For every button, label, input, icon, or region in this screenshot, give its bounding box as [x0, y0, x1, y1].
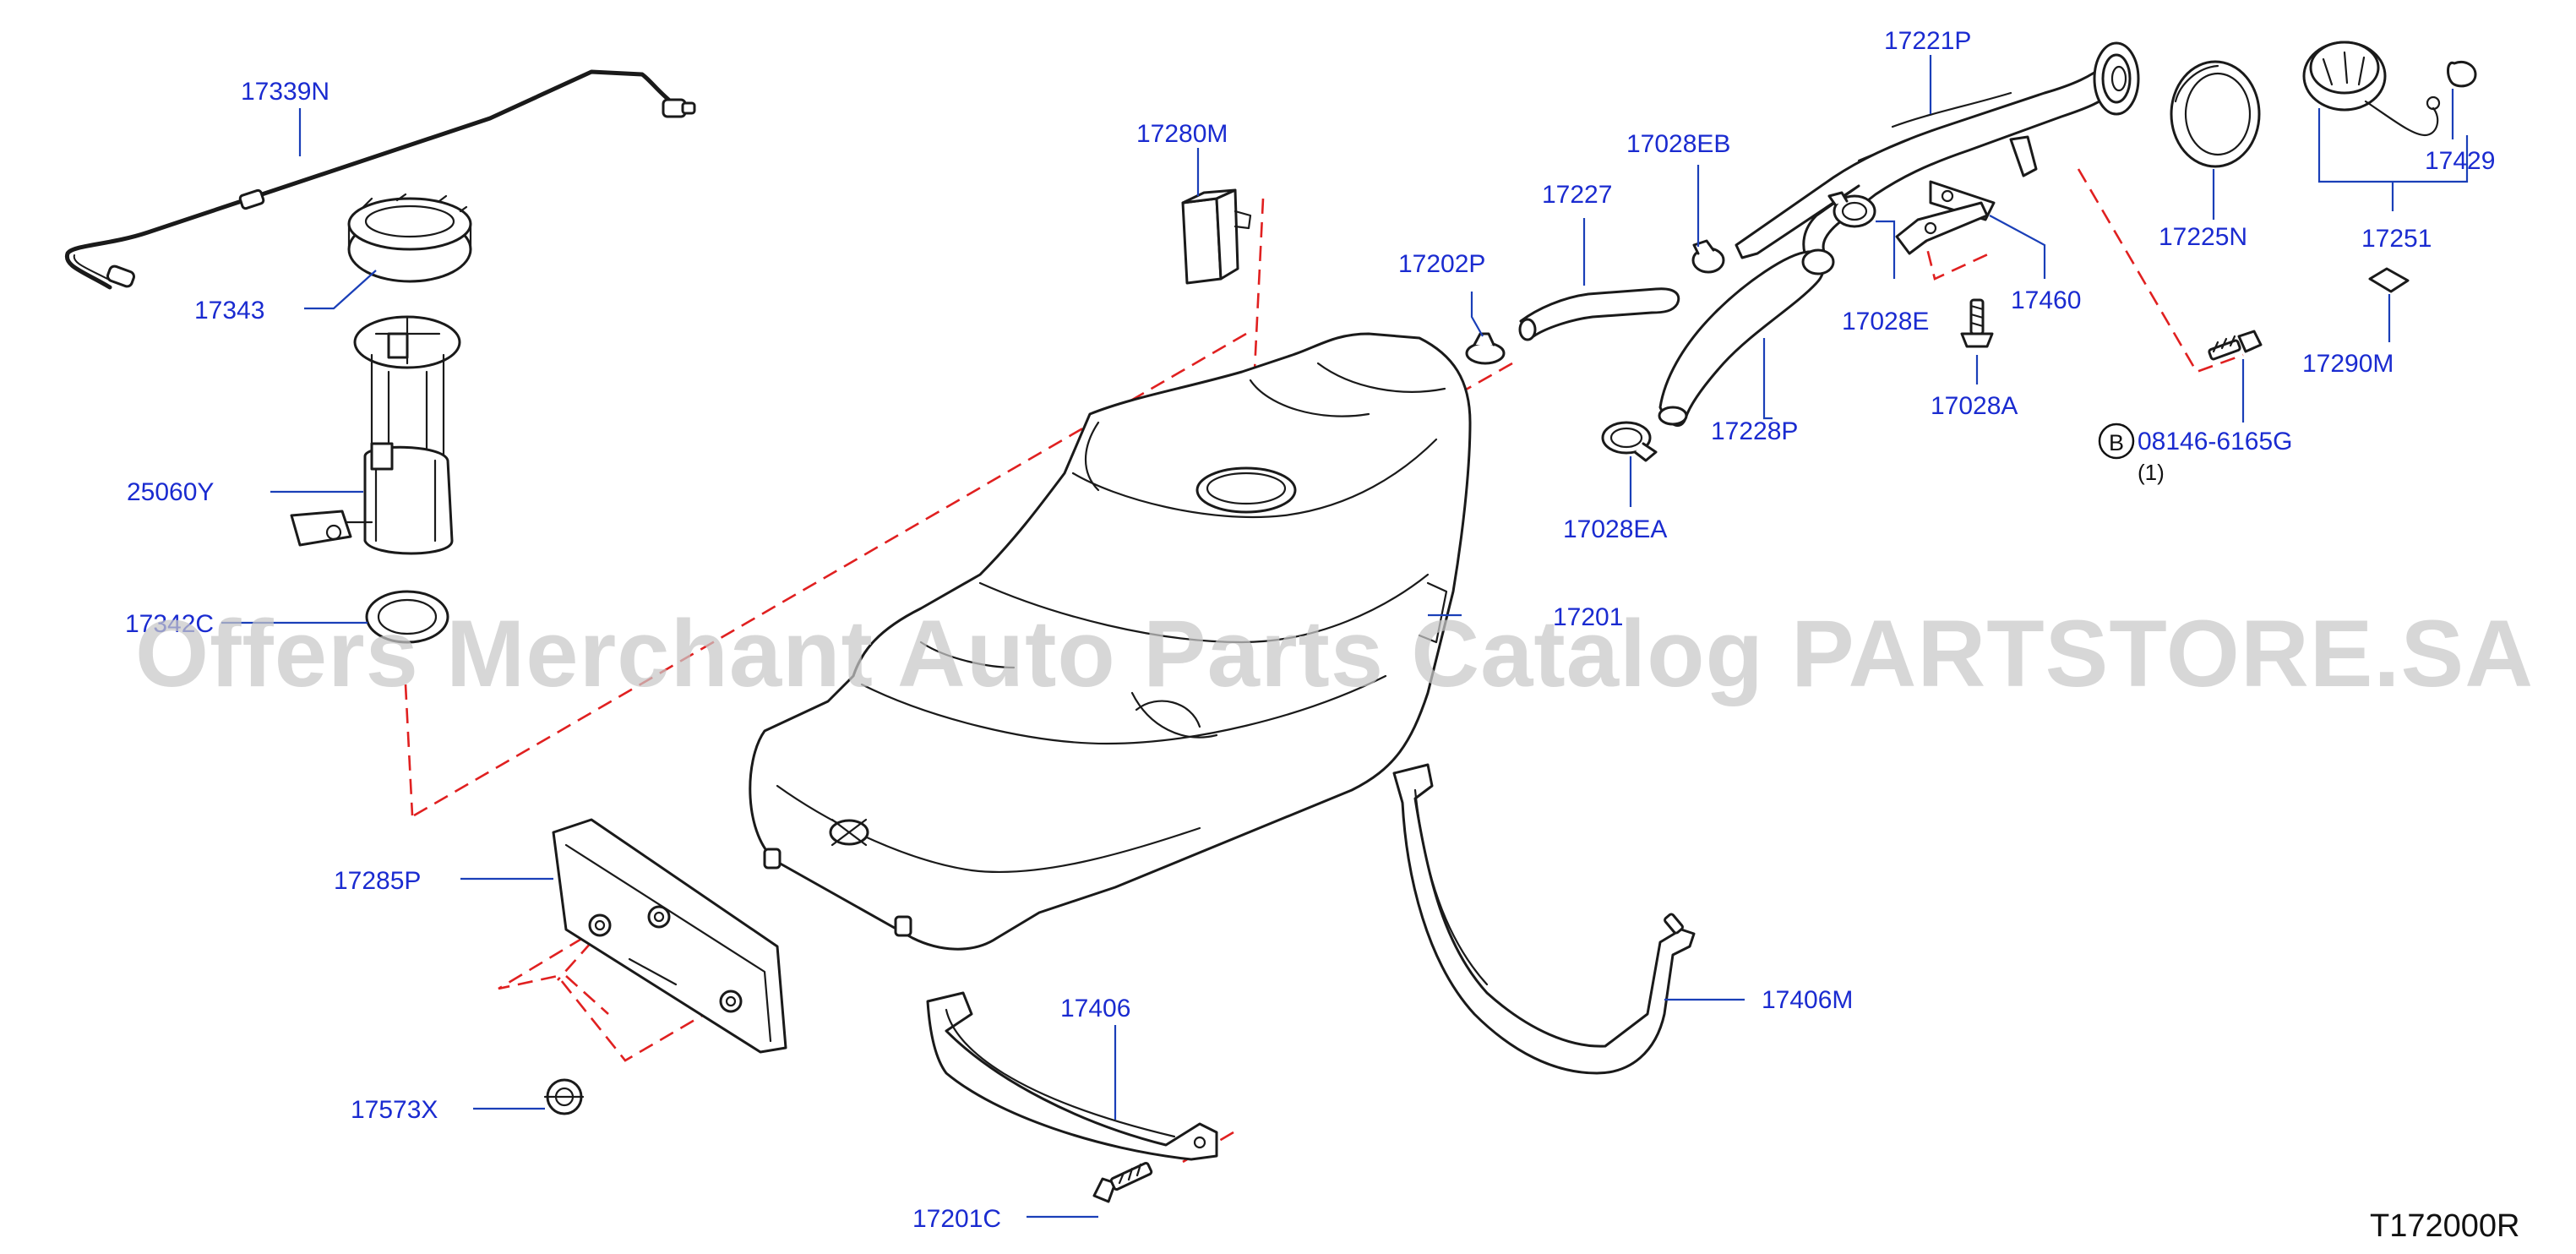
flange-bolt[interactable]: [2208, 330, 2263, 361]
fuel-filler-cap[interactable]: [2302, 41, 2477, 137]
tank-band-right[interactable]: [1392, 763, 1696, 1075]
breather-hose[interactable]: [1518, 287, 1680, 341]
fuel-pump-module[interactable]: [290, 315, 461, 555]
watermark-text: Offers Merchant Auto Parts Catalog PARTS…: [135, 601, 2534, 706]
label-17429[interactable]: 17429: [2425, 147, 2495, 175]
label-17285P[interactable]: 17285P: [334, 867, 421, 895]
label-17460[interactable]: 17460: [2011, 286, 2081, 314]
pump-seal-ring[interactable]: [365, 590, 449, 644]
fuel-line-tube[interactable]: [64, 69, 696, 290]
label-17225N[interactable]: 17225N: [2159, 223, 2247, 251]
label-17221P[interactable]: 17221P: [1884, 27, 1971, 55]
label-17227[interactable]: 17227: [1542, 181, 1612, 209]
hose-clamp-ea[interactable]: [1601, 421, 1658, 462]
band-bolt[interactable]: [1092, 1161, 1153, 1203]
label-17028EB[interactable]: 17028EB: [1626, 130, 1730, 158]
filler-hose[interactable]: [1658, 248, 1835, 428]
label-17280M[interactable]: 17280M: [1136, 120, 1228, 148]
leader-lines: [221, 55, 2469, 1219]
hose-clamp-e[interactable]: [1827, 191, 1876, 228]
filler-gasket[interactable]: [2170, 60, 2261, 168]
label-17028E[interactable]: 17028E: [1842, 308, 1929, 335]
diagram-reference-code: T172000R: [2370, 1208, 2519, 1244]
heat-insulator[interactable]: [552, 818, 787, 1054]
bolt-marker: B (1): [2098, 423, 2165, 485]
label-17406[interactable]: 17406: [1060, 995, 1130, 1022]
bracket-bolt[interactable]: [1960, 298, 1994, 348]
label-08146-6165G[interactable]: 08146-6165G: [2138, 428, 2293, 455]
pump-lock-ring[interactable]: [347, 193, 472, 283]
fuel-tank[interactable]: [749, 332, 1472, 951]
connector-block[interactable]: [1181, 188, 1252, 285]
label-17573X[interactable]: 17573X: [351, 1096, 438, 1124]
label-17251[interactable]: 17251: [2361, 225, 2432, 253]
label-17339N[interactable]: 17339N: [241, 78, 329, 106]
part-labels: 17339N 17343 25060Y 17342C 17280M 17201 …: [125, 27, 2495, 1233]
label-17028EA[interactable]: 17028EA: [1563, 515, 1667, 543]
label-17406M[interactable]: 17406M: [1762, 986, 1853, 1014]
label-17290M[interactable]: 17290M: [2302, 350, 2394, 378]
label-17201C[interactable]: 17201C: [912, 1205, 1001, 1233]
tank-band-left[interactable]: [926, 991, 1218, 1161]
caution-label[interactable]: [2368, 267, 2410, 293]
filler-bracket[interactable]: [1895, 201, 1989, 255]
insulator-clip[interactable]: [543, 1078, 585, 1115]
label-17228P[interactable]: 17228P: [1711, 417, 1798, 445]
label-17202P[interactable]: 17202P: [1398, 250, 1485, 278]
label-17201[interactable]: 17201: [1553, 603, 1623, 631]
bolt-quantity: (1): [2138, 460, 2165, 485]
label-17028A[interactable]: 17028A: [1931, 392, 2018, 420]
hose-clamp-small[interactable]: [1465, 332, 1506, 365]
hose-clamp-eb[interactable]: [1691, 239, 1725, 274]
bolt-marker-letter: B: [2109, 430, 2124, 455]
label-17343[interactable]: 17343: [194, 297, 264, 324]
label-17342C[interactable]: 17342C: [125, 610, 214, 638]
label-25060Y[interactable]: 25060Y: [127, 478, 214, 506]
